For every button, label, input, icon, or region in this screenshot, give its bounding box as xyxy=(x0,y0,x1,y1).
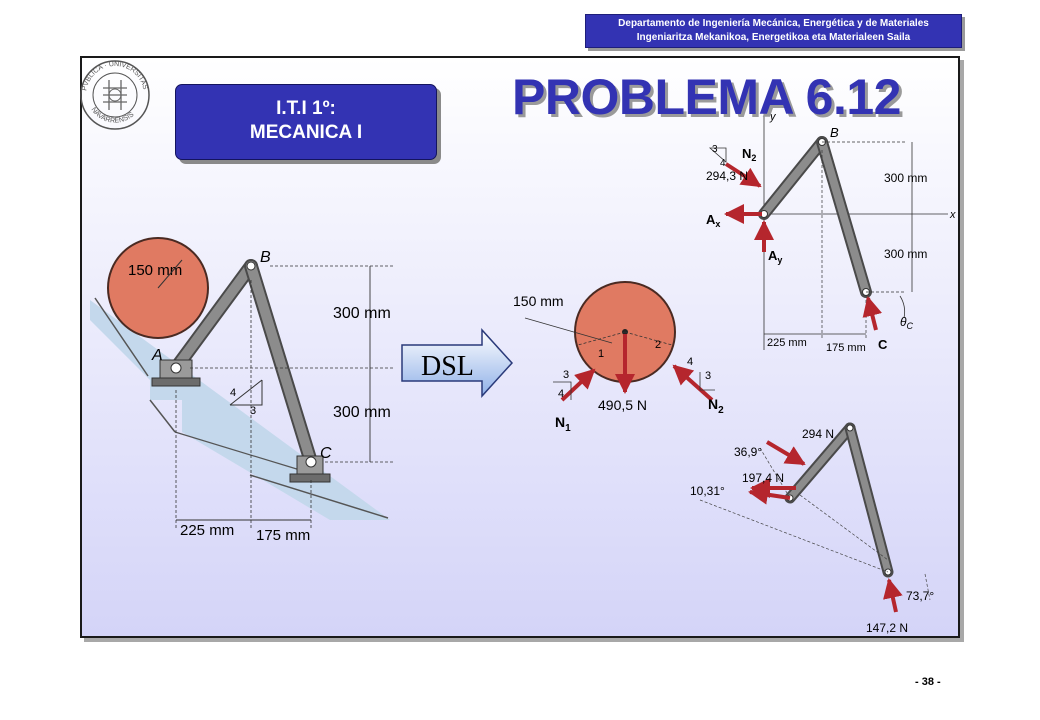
point-c-label: C xyxy=(320,445,332,462)
force-triangle-fbd: 294 N 36,9° 197,4 N 10,31° 73,7° 147,2 N xyxy=(690,422,934,635)
rod-n2-label: N2 xyxy=(742,146,756,163)
left-dim-h2: 175 mm xyxy=(256,527,310,544)
left-radius-label: 150 mm xyxy=(128,262,182,279)
triangle-a1-label: 36,9° xyxy=(734,445,762,459)
rod-n2-arrow xyxy=(724,162,762,188)
university-seal-logo: PVBLICA · UNIVERSITAS NAVARRENSIS xyxy=(80,60,150,130)
y-axis-label: y xyxy=(769,111,777,123)
department-line-1: Departamento de Ingeniería Mecánica, Ene… xyxy=(618,18,929,29)
f3-arrow xyxy=(883,578,903,613)
c-force-arrow xyxy=(862,296,883,331)
left-dim-upper: 300 mm xyxy=(333,305,391,322)
disk-ratio-left-a: 3 xyxy=(563,369,569,381)
f1-arrow xyxy=(765,440,806,466)
disk-fbd: 150 mm 1 2 490,5 N 3 4 3 4 N1 N2 xyxy=(513,281,724,434)
rod-ratio-a: 3 xyxy=(712,144,718,155)
course-badge: I.T.I 1º: MECANICA I xyxy=(175,84,437,160)
slope-rise-label: 3 xyxy=(250,405,256,417)
svg-text:PVBLICA · UNIVERSITAS: PVBLICA · UNIVERSITAS xyxy=(81,61,148,92)
rod-ratio-b: 4 xyxy=(720,158,726,169)
slope-figure: 4 3 150 mm A B C 300 mm 300 mm 225 mm 17… xyxy=(90,237,395,544)
dsl-arrow: DSL xyxy=(401,328,514,398)
ax-label: Ax xyxy=(706,212,720,229)
rod-dim-h1: 225 mm xyxy=(767,337,807,349)
n2-label: N2 xyxy=(708,396,724,416)
disk-ratio-right-b: 4 xyxy=(687,356,693,368)
rod-b-label: B xyxy=(830,125,839,140)
n1-label: N1 xyxy=(555,414,571,434)
n1-arrow xyxy=(560,368,596,402)
disk-radius-label: 150 mm xyxy=(513,293,564,309)
left-dim-h1: 225 mm xyxy=(180,522,234,539)
triangle-f2-label: 197,4 N xyxy=(742,471,784,485)
disk-weight-label: 490,5 N xyxy=(598,397,647,413)
rod-dim-upper: 300 mm xyxy=(884,171,927,185)
point-a-label: A xyxy=(151,347,163,364)
theta-label: θC xyxy=(900,315,914,331)
f2b-arrow xyxy=(748,484,791,505)
rod-dim-lower: 300 mm xyxy=(884,247,927,261)
point-b-label: B xyxy=(260,249,271,266)
disk-mark-2: 2 xyxy=(655,339,661,351)
triangle-a2-label: 10,31° xyxy=(690,484,725,498)
triangle-f1-label: 294 N xyxy=(802,427,834,441)
department-line-2: Ingeniaritza Mekanikoa, Energetikoa eta … xyxy=(636,32,911,43)
n2-arrow xyxy=(672,364,714,402)
course-line-2: MECANICA I xyxy=(249,122,363,143)
disk-mark-1: 1 xyxy=(598,348,604,360)
rod-force-label: 294,3 N xyxy=(706,169,748,183)
rod-dim-h2: 175 mm xyxy=(826,342,866,354)
page-title: PROBLEMA 6.12 xyxy=(512,69,901,125)
x-axis-label: x xyxy=(949,209,956,221)
department-banner: Departamento de Ingeniería Mecánica, Ene… xyxy=(585,14,962,48)
triangle-f3-label: 147,2 N xyxy=(866,621,908,635)
left-dim-lower: 300 mm xyxy=(333,404,391,421)
disk-ratio-right-a: 3 xyxy=(705,370,711,382)
course-line-1: I.T.I 1º: xyxy=(276,98,336,119)
disk-ratio-left-b: 4 xyxy=(558,388,564,400)
ay-label: Ay xyxy=(768,248,782,265)
rod-c-label: C xyxy=(878,337,888,352)
page-number: - 38 - xyxy=(915,676,941,688)
svg-text:NAVARRENSIS: NAVARRENSIS xyxy=(90,106,136,124)
triangle-a3-label: 73,7° xyxy=(906,589,934,603)
slope-run-label: 4 xyxy=(230,387,236,399)
dsl-label: DSL xyxy=(421,351,474,382)
rod-fbd: y x B 300 mm 300 mm 225 mm 175 mm 3 4 N2… xyxy=(706,108,956,354)
